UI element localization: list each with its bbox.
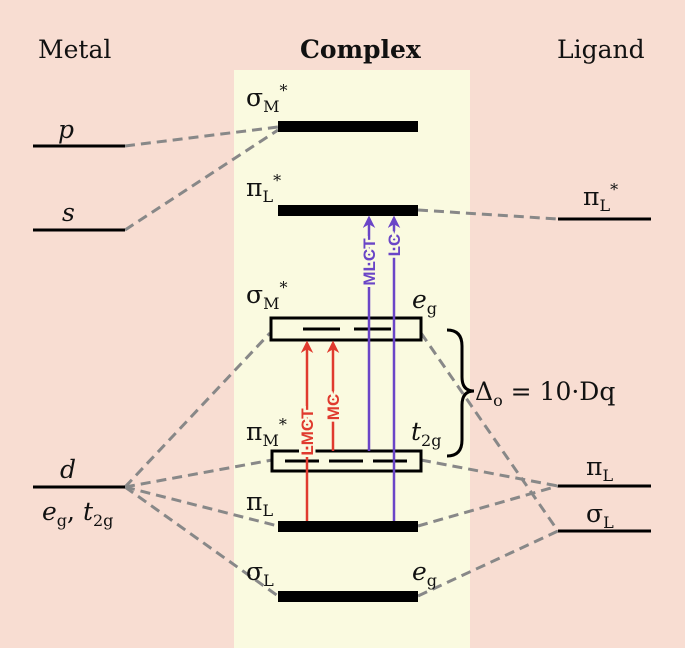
dash-pilstar xyxy=(417,208,559,221)
complex-sigmam-eg-label: σM* xyxy=(246,278,287,313)
dash-p-sigmam xyxy=(124,125,279,148)
header-complex: Complex xyxy=(300,35,422,64)
complex-sigmam-top-label: σM* xyxy=(246,81,287,116)
complex-pil-star-label: πL* xyxy=(246,171,281,206)
complex-pil-star-level xyxy=(278,205,418,216)
metal-p-label: p xyxy=(58,115,74,144)
ligand-sigmal-label: σL xyxy=(586,499,614,532)
metal-s-label: s xyxy=(62,198,75,227)
lmct-label: LMCT xyxy=(298,408,317,456)
complex-eg-box xyxy=(269,316,423,342)
complex-pil-level xyxy=(278,521,418,532)
dash-sigmal-sigmalig xyxy=(417,529,559,598)
splitting-label: Δo = 10·Dq xyxy=(475,377,615,410)
dash-pil-sigmalig xyxy=(417,484,559,528)
ligand-pil-star-label: πL* xyxy=(583,180,618,215)
complex-t2g-box xyxy=(270,449,423,473)
complex-sigmal-level xyxy=(278,591,418,602)
dash-d-t2g xyxy=(124,458,273,489)
splitting-brace xyxy=(446,328,475,458)
complex-sigmam-top-level xyxy=(278,121,418,132)
dash-s-sigmam xyxy=(124,128,279,232)
dash-d-pil xyxy=(124,485,279,528)
complex-eg-symlabel: eg xyxy=(412,285,437,318)
dash-d-eg xyxy=(123,331,272,489)
dash-eg-sigmalig xyxy=(419,332,560,532)
ligand-pil-label: πL xyxy=(586,452,613,485)
complex-sigmal-eg-symlabel: eg xyxy=(412,557,437,590)
mc-label: MC xyxy=(324,394,343,420)
mlct-label: MLCT xyxy=(360,238,379,286)
complex-sigmal-label: σL xyxy=(246,557,274,590)
complex-panel xyxy=(234,70,470,648)
lc-label: LC xyxy=(385,234,404,257)
complex-pil-label: πL xyxy=(246,487,273,520)
dash-t2g-pilig xyxy=(420,458,559,488)
header-metal: Metal xyxy=(38,35,111,64)
header-ligand: Ligand xyxy=(557,35,645,64)
transition-arrows xyxy=(300,215,401,521)
correlation-lines xyxy=(123,125,560,598)
metal-d-sublabel: eg, t2g xyxy=(42,497,113,530)
metal-d-label: d xyxy=(60,455,76,484)
complex-t2g-symlabel: t2g xyxy=(411,417,441,450)
complex-pim-t2g-label: πM* xyxy=(246,415,287,450)
